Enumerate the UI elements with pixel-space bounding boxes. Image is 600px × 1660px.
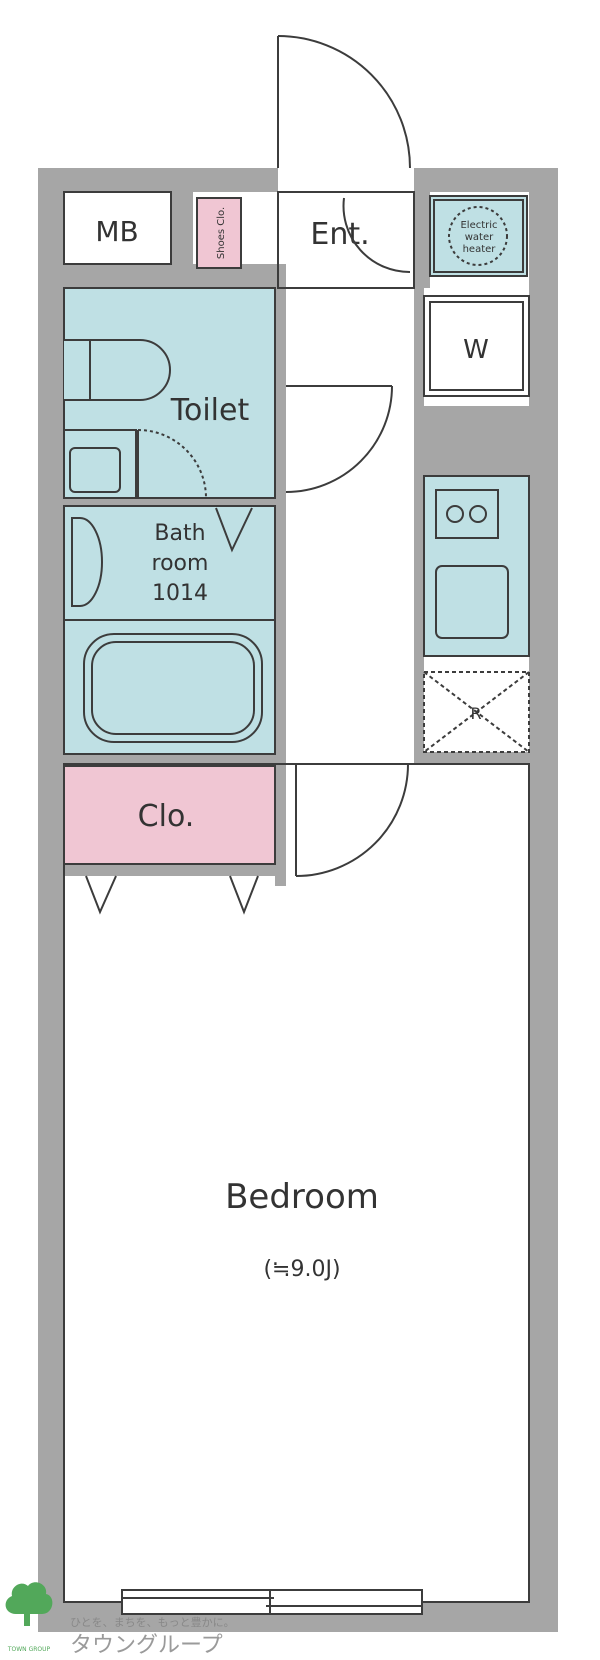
wall-top-right <box>414 168 558 192</box>
wall-mb-shoes <box>171 168 193 278</box>
bathroom-label-2: room <box>152 551 209 576</box>
logo-sub: TOWN GROUP <box>7 1646 51 1653</box>
town-group-logo: TOWN GROUP ひとを、まちを、もっと豊かに。 タウングループ <box>5 1582 235 1658</box>
mb-label: MB <box>95 215 138 248</box>
toilet-label: Toilet <box>170 393 250 428</box>
washer-inner <box>429 301 524 391</box>
logo-trunk <box>24 1612 30 1626</box>
bathtub-outer <box>83 633 263 743</box>
fridge-cross-2 <box>423 671 530 753</box>
wall-kitchen-block <box>414 406 529 476</box>
bathtub-inner <box>91 641 255 735</box>
stove-burner-left <box>446 505 464 523</box>
stove-burner-right <box>469 505 487 523</box>
bedroom-door-swing <box>295 763 409 877</box>
mb-box <box>63 191 172 265</box>
hall-to-bedroom-opening <box>286 752 414 764</box>
water-heater-label-1: Electric <box>460 220 497 231</box>
washer-space <box>423 295 530 397</box>
window <box>121 1589 423 1615</box>
walls <box>38 168 558 1632</box>
water-heater-label-2: water <box>465 232 494 243</box>
wall-above-bedroom <box>414 752 529 764</box>
washer-label: W <box>463 335 489 365</box>
logo-name: タウングループ <box>70 1633 223 1658</box>
wall-below-closet <box>64 864 286 876</box>
wall-left <box>38 168 64 1632</box>
bathroom-room <box>63 505 276 755</box>
wall-wet-right <box>275 276 286 886</box>
wall-toilet-bath <box>64 498 275 506</box>
logo-tagline: ひとを、まちを、もっと豊かに。 <box>70 1616 235 1629</box>
inner-door-swing <box>342 197 411 274</box>
toilet-door-swing <box>137 429 207 499</box>
bath-sink <box>71 517 103 607</box>
logo-tree-icon <box>5 1582 53 1614</box>
hall-door-swing <box>285 385 393 493</box>
wall-above-toilet <box>38 264 286 288</box>
kitchen-sink <box>435 565 509 639</box>
bedroom-size: (≒9.0J) <box>263 1257 340 1282</box>
toilet-sink-cabinet <box>63 429 137 499</box>
toilet-sink <box>69 447 121 493</box>
fridge-label: R <box>470 704 481 723</box>
wall-top-left <box>38 168 278 192</box>
wall-kitchen-column <box>414 168 430 288</box>
closet-label: Clo. <box>138 799 195 834</box>
bathroom-label-1: Bath <box>154 521 205 546</box>
entrance-door-swing <box>277 35 411 169</box>
wall-right <box>529 168 558 1632</box>
window-frame <box>121 1589 423 1615</box>
water-heater-inner <box>433 199 524 273</box>
shoes-label: Shoes Clo. <box>216 207 227 259</box>
closet-door-left <box>85 875 117 915</box>
water-heater-box <box>429 195 528 277</box>
bathroom-door <box>215 507 253 553</box>
entrance-label: Ent. <box>310 217 369 252</box>
toilet-bowl <box>64 339 171 401</box>
wall-kitchen-left <box>414 288 424 758</box>
bathroom-label-3: 1014 <box>152 581 208 606</box>
bedroom-label: Bedroom <box>225 1177 379 1217</box>
shoes-closet <box>196 197 242 269</box>
closet <box>63 765 276 865</box>
water-heater-label-3: heater <box>463 244 497 255</box>
entrance-opening <box>278 168 414 192</box>
openings <box>278 168 414 764</box>
water-heater-tank <box>448 206 508 266</box>
closet-door-right <box>229 875 259 915</box>
